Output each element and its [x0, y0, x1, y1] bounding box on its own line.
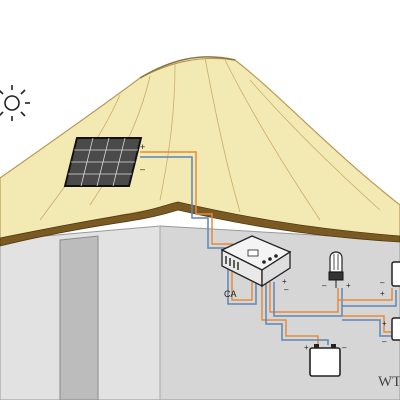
- panel-minus-label: –: [140, 164, 145, 174]
- outlet2-plus-label: +: [382, 319, 387, 328]
- sun-icon: [0, 85, 30, 121]
- lamp-minus-label: –: [322, 281, 327, 290]
- battery-minus-label: –: [342, 343, 347, 352]
- watermark: WT: [378, 374, 400, 390]
- controller-minus-label: –: [284, 285, 289, 294]
- battery-plus-label: +: [304, 343, 309, 352]
- outlet1-minus-label: –: [380, 278, 385, 287]
- charge-controller-icon: [220, 235, 292, 288]
- outlet2-minus-label: –: [382, 337, 387, 346]
- solar-panel-icon: [63, 137, 143, 187]
- wiring: [140, 151, 397, 345]
- cfl-bulb-icon: [328, 251, 344, 288]
- panel-plus-label: +: [140, 142, 145, 152]
- outlet-icon: [391, 261, 400, 287]
- controller-plus-label: +: [282, 277, 287, 286]
- outlet-icon: [391, 317, 400, 341]
- lamp-plus-label: +: [346, 281, 351, 290]
- controller-label: CA: [224, 289, 237, 299]
- outlet1-plus-label: +: [380, 289, 385, 298]
- battery-icon: [309, 344, 341, 377]
- hut-door: [59, 235, 99, 400]
- thatched-roof: [0, 56, 400, 247]
